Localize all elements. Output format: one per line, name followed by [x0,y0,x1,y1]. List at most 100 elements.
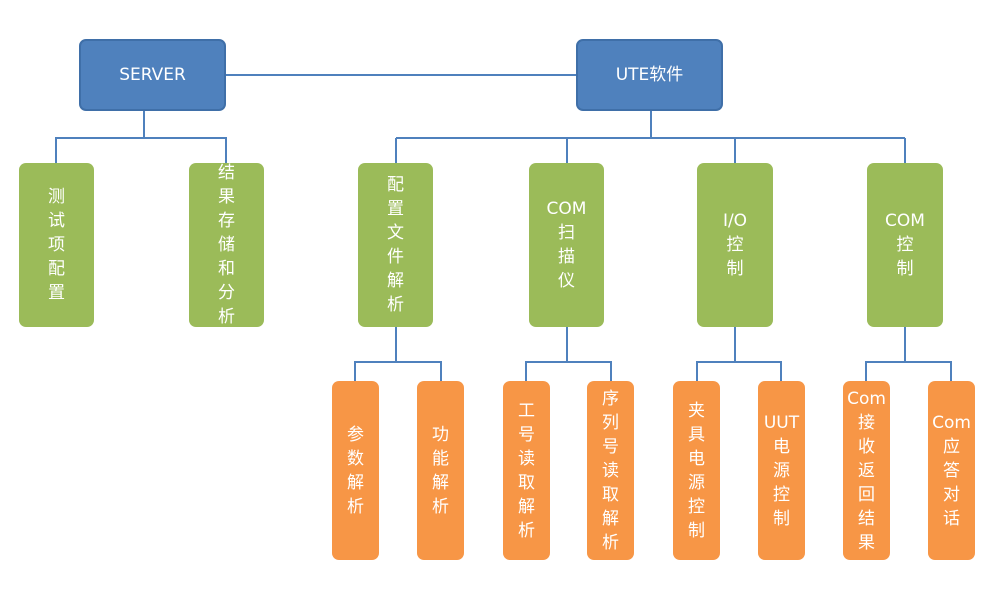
node-label-line: 制 [726,259,744,279]
ute-software-node: UTE软件 [576,39,723,111]
node-label-line: 夹 [688,400,705,421]
node-label-line: 制 [688,520,705,541]
server-branch-line [55,111,145,163]
job-no-read-node: 工号读取解析 [503,381,550,560]
node-label-line: 解 [387,271,404,291]
node-label-line: 控 [773,484,790,505]
leaf-branch-line [696,327,736,381]
node-label-line: 应 [943,436,960,457]
test-config-node: 测试项配置 [19,163,94,327]
node-label-line: 析 [602,532,619,553]
node-label-line: 数 [347,448,364,469]
node-label-line: 结 [858,508,875,529]
leaf-branch-line [525,327,568,381]
node-label-line: 试 [48,211,65,231]
uut-power-node: UUT 电源控制 [758,381,805,560]
node-label-line: 源 [773,460,790,481]
node-label-line: 收 [858,436,875,457]
node-label-line: 读 [602,460,619,481]
server-node: SERVER [79,39,226,111]
node-label-line: 果 [858,532,875,553]
com-control-node: COM 控制 [867,163,943,327]
node-label: SERVER [119,65,186,85]
node-label-line: 析 [387,295,404,315]
node-label-line: 具 [688,424,705,445]
node-label-line: 源 [688,472,705,493]
node-label-line: 电 [773,436,790,457]
node-label-line: 话 [943,508,960,529]
node-label-line: I/O [722,211,748,231]
leaf-branch-line [905,361,952,381]
node-label-line: 工 [518,400,535,421]
node-label-line: 配 [48,259,65,279]
node-label-line: 描 [558,247,575,267]
node-label-line: 序 [602,388,619,409]
config-parse-node: 配置文件解析 [358,163,433,327]
node-label-line: 接 [858,412,875,433]
node-label-line: 析 [347,496,364,517]
node-label-line: 解 [347,472,364,493]
node-label-line: 制 [896,259,914,279]
node-label-line: 件 [387,247,404,267]
node-label: UTE软件 [615,65,684,85]
node-label-line: 扫 [558,223,575,243]
node-label-line: 返 [858,460,875,481]
node-label-line: 和 [218,259,235,279]
node-label-line: 取 [518,472,535,493]
com-receive-node: Com 接收返回结果 [843,381,890,560]
node-label-line: 析 [432,496,449,517]
node-label-line: 项 [48,235,65,255]
node-label-line: 回 [858,484,875,505]
node-label-line: 读 [518,448,535,469]
node-label-line: COM [546,199,587,219]
node-label-line: 控 [896,235,914,255]
node-label-line: 析 [218,307,235,327]
leaf-branch-line [735,361,782,381]
node-label-line: 置 [48,283,65,303]
node-label-line: 控 [688,496,705,517]
node-label-line: 果 [218,187,235,207]
node-label-line: 答 [943,460,960,481]
node-label-line: 解 [432,472,449,493]
leaf-branch-line [865,327,906,381]
node-label-line: 结 [218,163,235,183]
node-label-line: UUT [763,412,800,433]
node-label-line: 文 [387,223,404,243]
node-label-line: 测 [48,187,65,207]
result-storage-node: 结果存储和分析 [189,163,264,327]
func-parse-node: 功能解析 [417,381,464,560]
node-label-line: 析 [518,520,535,541]
com-reply-node: Com 应答对话 [928,381,975,560]
node-label-line: 对 [943,484,960,505]
node-label-line: 能 [432,448,449,469]
node-label-line: 解 [602,508,619,529]
node-label-line: 储 [218,235,235,255]
node-label-line: 存 [218,211,235,231]
leaf-branch-line [354,327,397,381]
node-label-line: Com [932,412,971,433]
node-label-line: 置 [387,199,404,219]
node-label-line: COM [885,211,925,231]
node-label-line: 取 [602,484,619,505]
node-label-line: 参 [347,424,364,445]
node-label-line: 解 [518,496,535,517]
node-label-line: 电 [688,448,705,469]
node-label-line: 仪 [558,271,575,291]
node-label-line: Com [847,388,886,409]
node-label-line: 配 [387,175,404,195]
node-label-line: 号 [518,424,535,445]
node-label-line: 分 [218,283,235,303]
com-scanner-node: COM 扫描仪 [529,163,604,327]
serial-no-read-node: 序列号读取解析 [587,381,634,560]
leaf-branch-line [396,361,442,381]
node-label-line: 列 [602,412,619,433]
node-label-line: 制 [773,508,790,529]
param-parse-node: 参数解析 [332,381,379,560]
server-branch-line [144,137,227,163]
leaf-branch-line [567,361,612,381]
node-label-line: 号 [602,436,619,457]
fixture-power-node: 夹具电源控制 [673,381,720,560]
node-label-line: 功 [432,424,449,445]
